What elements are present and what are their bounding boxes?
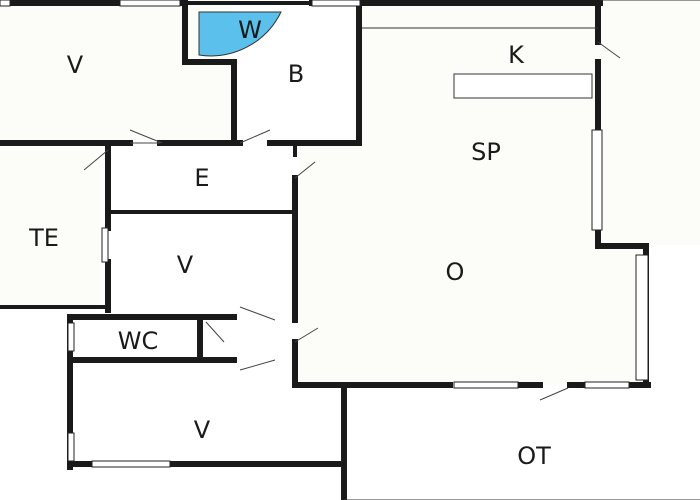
room-label-v-bottom: V	[194, 416, 211, 444]
room-label-v-middle: V	[177, 251, 194, 279]
kitchen-counter	[453, 73, 593, 99]
doors	[83, 41, 621, 401]
room-label-te: TE	[28, 224, 59, 252]
windows	[0, 0, 649, 468]
room-label-k: K	[508, 41, 525, 69]
room-label-w: W	[238, 16, 262, 44]
room-label-b: B	[288, 60, 304, 88]
room-label-sp: SP	[471, 138, 501, 166]
wardrobe-shape	[198, 11, 282, 57]
room-fills	[0, 0, 700, 385]
room-label-o: O	[446, 258, 465, 286]
room-label-e: E	[194, 164, 209, 192]
room-label-wc: WC	[118, 327, 159, 355]
room-label-v-top: V	[67, 51, 84, 79]
room-labels: W V B K SP E TE V O WC V OT	[28, 16, 551, 470]
room-label-ot: OT	[517, 442, 551, 470]
